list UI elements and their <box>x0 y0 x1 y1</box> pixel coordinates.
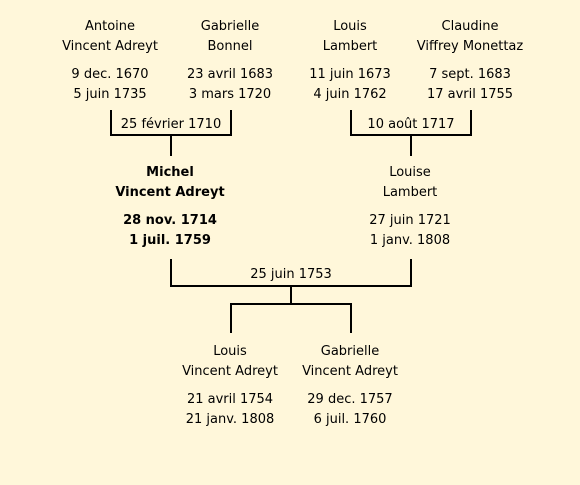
connector-line <box>410 134 412 156</box>
birth-date: 27 juin 1721 <box>369 213 451 228</box>
marriage-date-paternal: 25 février 1710 <box>120 117 222 132</box>
person-gabrielle-bonnel[interactable]: Gabrielle Bonnel 23 avril 1683 3 mars 17… <box>155 17 305 105</box>
connector-line <box>470 110 472 136</box>
death-date: 3 mars 1720 <box>188 87 272 102</box>
last-name: Vincent Adreyt <box>115 185 225 200</box>
first-name: Gabrielle <box>200 19 260 34</box>
last-name: Vincent Adreyt <box>62 39 158 54</box>
person-louise-lambert[interactable]: Louise Lambert 27 juin 1721 1 janv. 1808 <box>335 163 485 251</box>
death-date: 17 avril 1755 <box>426 87 514 102</box>
death-date: 5 juin 1735 <box>73 87 147 102</box>
first-name: Louis <box>213 344 247 359</box>
first-name: Gabrielle <box>320 344 380 359</box>
first-name: Louis <box>333 19 367 34</box>
birth-date: 28 nov. 1714 <box>123 213 217 228</box>
person-gabrielle-vincent-adreyt[interactable]: Gabrielle Vincent Adreyt 29 dec. 1757 6 … <box>275 342 425 430</box>
connector-line <box>410 259 412 287</box>
death-date: 1 janv. 1808 <box>369 233 451 248</box>
first-name: Antoine <box>84 19 136 34</box>
connector-line <box>170 134 172 156</box>
connector-line <box>290 285 292 305</box>
birth-date: 7 sept. 1683 <box>429 67 511 82</box>
person-louis-lambert[interactable]: Louis Lambert 11 juin 1673 4 juin 1762 <box>275 17 425 105</box>
connector-line <box>230 303 352 305</box>
death-date: 1 juil. 1759 <box>129 233 211 248</box>
last-name: Bonnel <box>207 39 253 54</box>
birth-date: 11 juin 1673 <box>309 67 391 82</box>
connector-line <box>110 110 112 136</box>
death-date: 4 juin 1762 <box>313 87 387 102</box>
last-name: Viffrey Monettaz <box>416 39 524 54</box>
person-louis-vincent-adreyt[interactable]: Louis Vincent Adreyt 21 avril 1754 21 ja… <box>155 342 305 430</box>
death-date: 21 janv. 1808 <box>185 412 275 427</box>
marriage-date-maternal: 10 août 1717 <box>367 117 455 132</box>
first-name: Claudine <box>441 19 499 34</box>
connector-line <box>230 303 232 333</box>
first-name: Louise <box>389 165 431 180</box>
connector-line <box>350 110 352 136</box>
first-name: Michel <box>146 165 194 180</box>
last-name: Lambert <box>322 39 378 54</box>
birth-date: 9 dec. 1670 <box>71 67 149 82</box>
connector-line <box>230 110 232 136</box>
person-michel-vincent-adreyt[interactable]: Michel Vincent Adreyt 28 nov. 1714 1 jui… <box>95 163 245 251</box>
last-name: Vincent Adreyt <box>182 364 278 379</box>
death-date: 6 juil. 1760 <box>313 412 387 427</box>
connector-line <box>170 259 172 287</box>
birth-date: 21 avril 1754 <box>186 392 274 407</box>
last-name: Lambert <box>382 185 438 200</box>
person-antoine-vincent-adreyt[interactable]: Antoine Vincent Adreyt 9 dec. 1670 5 jui… <box>35 17 185 105</box>
birth-date: 29 dec. 1757 <box>307 392 393 407</box>
birth-date: 23 avril 1683 <box>186 67 274 82</box>
marriage-date-parents: 25 juin 1753 <box>250 267 332 282</box>
connector-line <box>350 303 352 333</box>
last-name: Vincent Adreyt <box>302 364 398 379</box>
person-claudine-viffrey-monettaz[interactable]: Claudine Viffrey Monettaz 7 sept. 1683 1… <box>395 17 545 105</box>
